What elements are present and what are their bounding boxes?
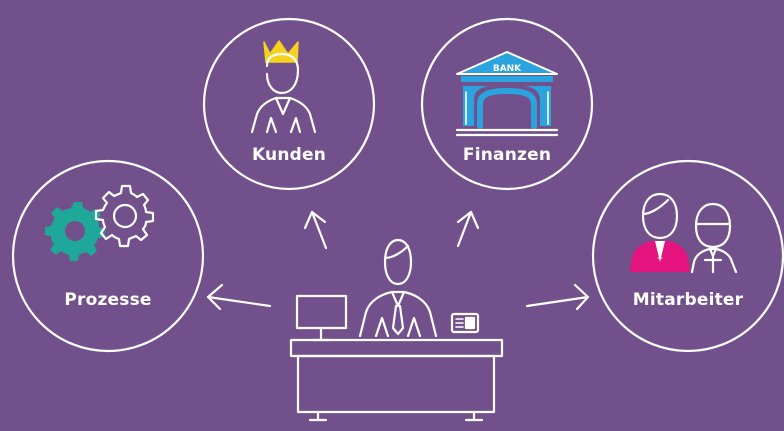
bank-sign-text: BANK	[493, 64, 522, 74]
monitor-icon	[295, 294, 348, 342]
finanzen-label: Finanzen	[462, 145, 552, 165]
gears-icon	[45, 184, 155, 261]
kunden-circle	[202, 17, 376, 191]
mitarbeiter-label: Mitarbeiter	[632, 290, 744, 310]
employees-icon	[630, 192, 738, 274]
arrow-to-prozesse	[206, 283, 272, 311]
arrow-to-kunden	[303, 210, 328, 250]
manager-figure	[358, 238, 438, 338]
mitarbeiter-circle	[591, 159, 784, 353]
arrow-to-finanzen	[456, 210, 480, 248]
desk	[289, 338, 504, 422]
phone-icon	[450, 312, 480, 334]
arrow-to-mitarbeiter	[525, 283, 590, 311]
finanzen-circle	[420, 17, 594, 191]
customer-with-crown-icon	[250, 40, 317, 134]
kunden-label: Kunden	[251, 145, 327, 165]
bank-building-icon	[455, 51, 559, 137]
prozesse-circle	[11, 159, 205, 353]
prozesse-label: Prozesse	[64, 290, 152, 310]
